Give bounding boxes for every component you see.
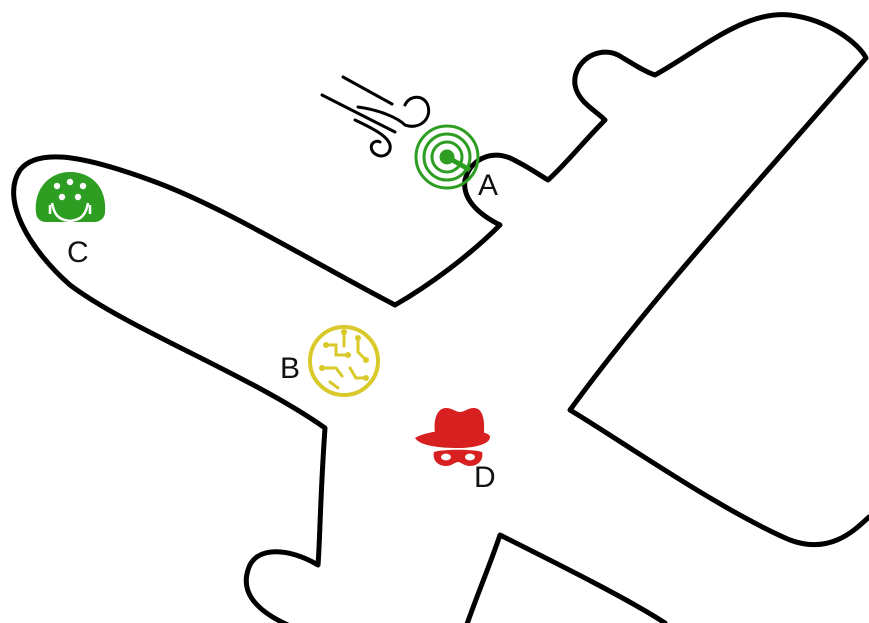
label-b: B xyxy=(280,352,300,385)
lower-wing-outline xyxy=(464,532,668,623)
headset-person-icon: C xyxy=(35,172,106,269)
upper-wing-outline xyxy=(392,12,869,548)
wind-icon xyxy=(320,75,431,158)
circuit-chip-icon: B xyxy=(280,325,380,397)
label-c: C xyxy=(67,236,89,269)
label-a: A xyxy=(478,169,498,202)
signal-icon xyxy=(414,124,480,190)
fuselage-upper-outline xyxy=(11,154,398,623)
wind-signal-icon: A xyxy=(320,75,498,202)
airplane-outline xyxy=(11,12,869,623)
spy-hacker-icon: D xyxy=(415,408,496,494)
label-d: D xyxy=(474,461,496,494)
